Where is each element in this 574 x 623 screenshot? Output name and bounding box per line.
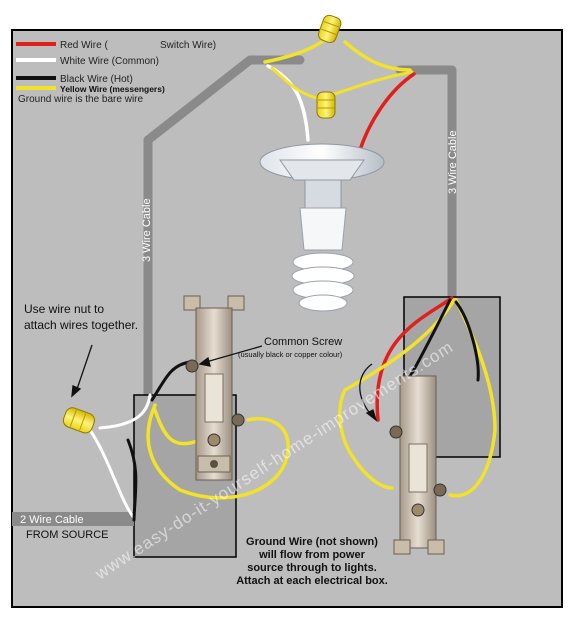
common-screw-label: Common Screw: [264, 336, 342, 348]
cable-right: [395, 65, 457, 303]
left-wire-nut-icon: [62, 407, 95, 434]
source-from-label: FROM SOURCE: [26, 529, 109, 541]
cable-right-label: 3 Wire Cable: [447, 130, 459, 194]
legend-white-label: White Wire (Common): [60, 56, 159, 67]
light-fixture-icon: [259, 143, 385, 312]
wire-nut-note-line1: Use wire nut to: [24, 302, 104, 316]
ground-note-line3: source through to lights.: [247, 562, 377, 574]
legend-red-tail: Switch Wire): [160, 40, 216, 51]
top-wire-nut-icon: [317, 14, 342, 44]
legend-ground-label: Ground wire is the bare wire: [18, 94, 143, 105]
right-wires: [338, 296, 497, 498]
legend-black-label: Black Wire (Hot): [60, 74, 133, 85]
left-switch-icon: [183, 295, 245, 481]
cable-left-label: 3 Wire Cable: [141, 198, 153, 262]
legend: Red Wire ( Switch Wire) White Wire (Comm…: [16, 40, 216, 105]
ground-note-line2: will flow from power: [258, 549, 365, 561]
left-wires: [88, 360, 290, 522]
common-screw-sub-label: (usually black or copper colour): [238, 350, 343, 359]
ground-note: Ground Wire (not shown) will flow from p…: [236, 536, 388, 587]
legend-yellow-label: Yellow Wire (messengers): [60, 84, 165, 94]
annotation-arrows: [71, 344, 378, 422]
wire-nut-note-line2: attach wires together.: [24, 318, 138, 332]
source-cable: 2 Wire Cable FROM SOURCE: [12, 512, 134, 541]
source-cable-label: 2 Wire Cable: [20, 514, 84, 526]
ground-note-line1: Ground Wire (not shown): [246, 536, 378, 548]
ground-note-line4: Attach at each electrical box.: [236, 575, 388, 587]
mid-wire-nut-icon: [316, 91, 336, 119]
right-switch-icon: [389, 375, 447, 555]
legend-red-label: Red Wire (: [60, 40, 108, 51]
